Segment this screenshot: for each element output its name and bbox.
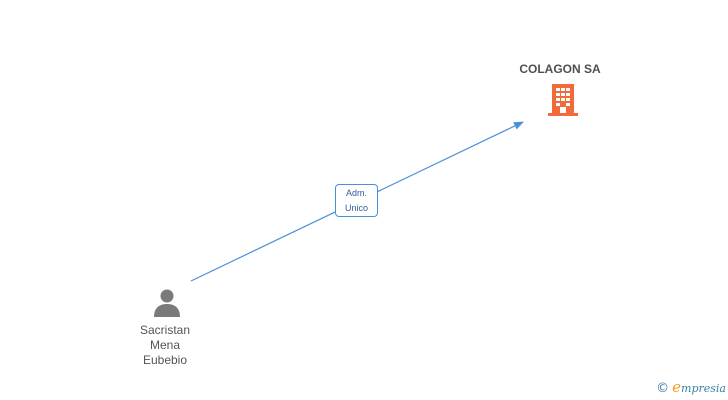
relation-label-line-1: Adm. xyxy=(345,188,367,198)
brand-initial: e xyxy=(672,378,682,396)
building-icon[interactable] xyxy=(547,83,579,117)
person-icon[interactable] xyxy=(152,288,182,318)
person-name-line-3[interactable]: Eubebio xyxy=(142,353,188,367)
relation-label-line-2: Unico xyxy=(344,203,368,213)
person-name-line-2[interactable]: Mena xyxy=(149,338,181,352)
company-name[interactable]: COLAGON SA xyxy=(519,62,601,76)
copyright-icon: © xyxy=(656,381,670,396)
person-name-line-1[interactable]: Sacristan xyxy=(139,323,191,337)
relation-label[interactable]: Adm. Unico xyxy=(335,184,378,217)
brand-footer: ©empresia xyxy=(656,378,726,396)
brand-name: mpresia xyxy=(681,382,726,395)
